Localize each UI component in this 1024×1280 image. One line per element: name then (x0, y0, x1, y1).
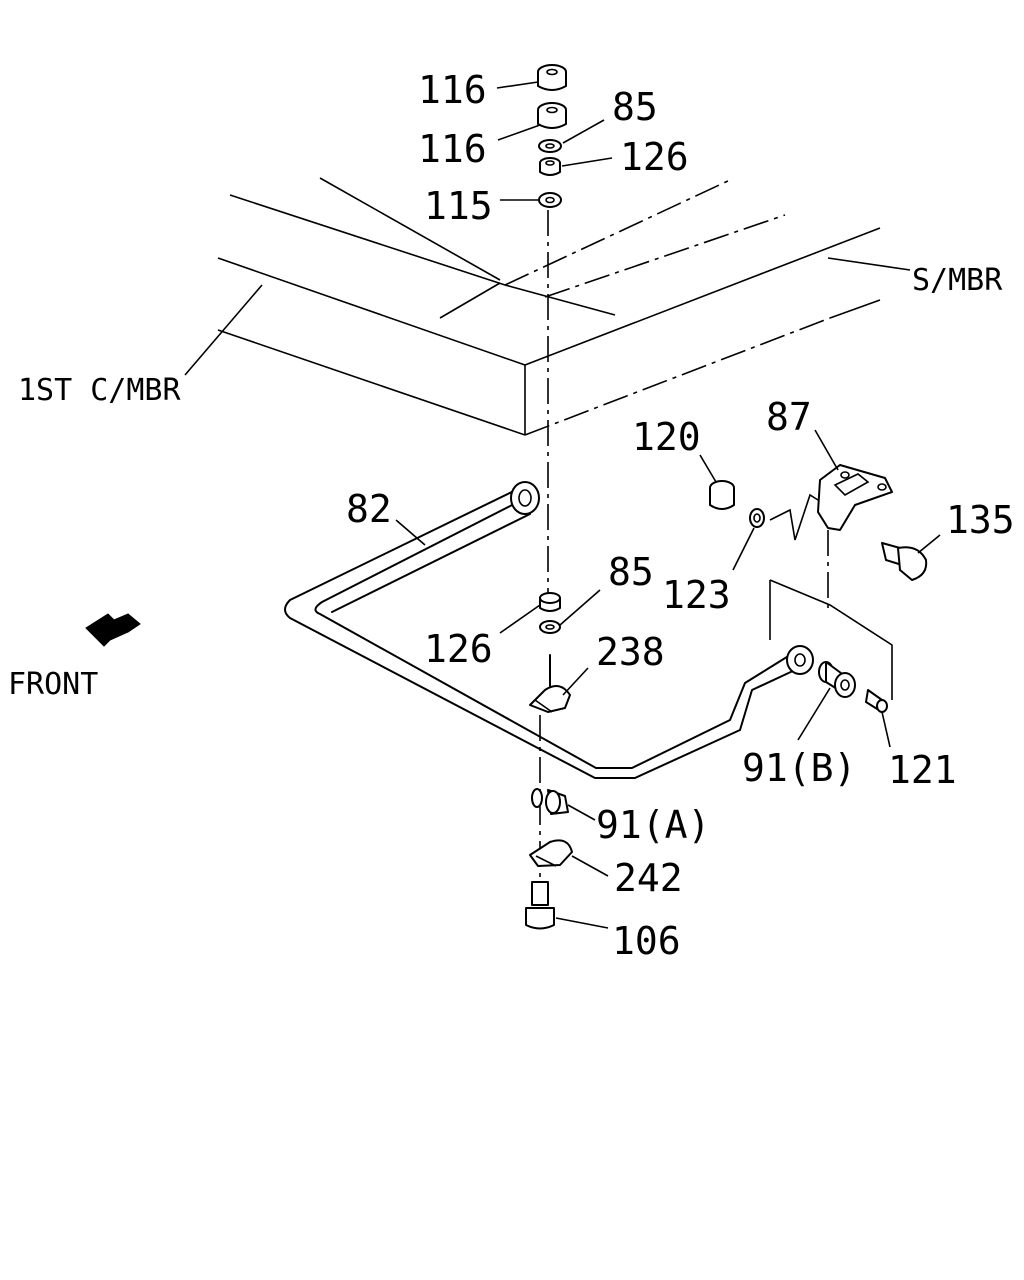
stabilizer-bar (284, 481, 814, 779)
label-85-top: 85 (612, 85, 658, 129)
lower-hardware (525, 592, 573, 930)
label-1st-c-mbr: 1ST C/MBR (18, 373, 181, 408)
label-126-top: 126 (620, 135, 689, 179)
label-115: 115 (424, 184, 493, 228)
label-120: 120 (632, 415, 701, 459)
label-front: FRONT (8, 667, 98, 702)
label-238: 238 (596, 630, 665, 674)
label-s-mbr: S/MBR (912, 263, 1003, 298)
label-135: 135 (946, 498, 1015, 542)
label-91b: 91(B) (742, 746, 856, 790)
label-242: 242 (614, 856, 683, 900)
label-123: 123 (662, 573, 731, 617)
right-bracket-assembly (709, 464, 928, 713)
upper-hardware-stack (537, 64, 567, 208)
label-126-low: 126 (424, 627, 493, 671)
label-106: 106 (612, 919, 681, 963)
label-121: 121 (888, 748, 957, 792)
label-87: 87 (766, 395, 812, 439)
label-116: 116 (418, 127, 487, 171)
frame-members (184, 177, 911, 436)
label-85-low: 85 (608, 550, 654, 594)
front-arrow-icon (85, 613, 141, 647)
label-91a: 91(A) (596, 803, 710, 847)
label-82: 82 (346, 487, 392, 531)
label-116-top: 116 (418, 68, 487, 112)
